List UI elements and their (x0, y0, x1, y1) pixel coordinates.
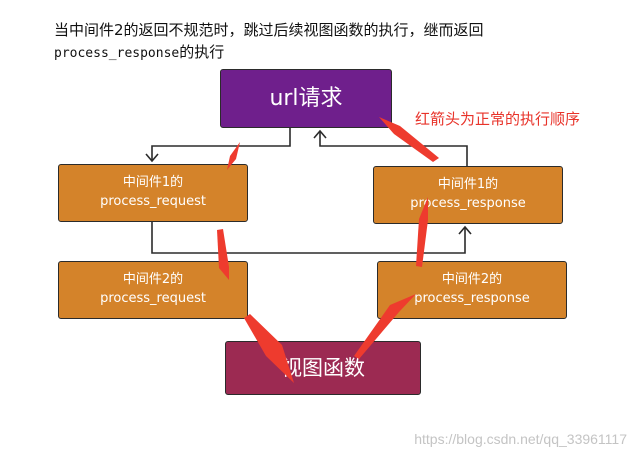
diagram-caption-line-1: 当中间件2的返回不规范时，跳过后续视图函数的执行，继而返回 (54, 21, 484, 39)
connector-url-to-middleware1-request (151, 128, 291, 160)
view-function-box: 视图函数 (225, 341, 421, 395)
connector-middleware1-request-to-middleware1-response (151, 222, 466, 254)
red-arrow-to-url-request (379, 117, 439, 162)
middleware1-response-line2: process_response (410, 196, 526, 211)
red-arrow-into-middleware1-request (227, 142, 240, 170)
middleware1-response-line1: 中间件1的 (437, 177, 499, 193)
caption-suffix: 的执行 (179, 43, 225, 61)
middleware2-response-line1: 中间件2的 (441, 272, 503, 288)
arrowhead-into-middleware1-response (458, 225, 472, 235)
middleware1-request-line1: 中间件1的 (122, 175, 184, 191)
caption-code-process-response: process_response (54, 46, 180, 61)
middleware1-request-box: 中间件1的 process_request (58, 164, 248, 222)
red-arrow-middleware2-request-to-view (244, 314, 294, 383)
red-arrow-middleware2-to-middleware1-response (416, 197, 428, 267)
view-function-label: 视图函数 (281, 355, 365, 380)
middleware1-request-line2: process_request (100, 194, 206, 209)
middleware2-response-box: 中间件2的 process_response (377, 261, 567, 319)
connector-middleware1-response-to-url (319, 132, 468, 166)
watermark-url: https://blog.csdn.net/qq_33961117 (414, 431, 627, 447)
red-arrow-view-to-middleware2-response (354, 294, 416, 359)
middleware2-request-box: 中间件2的 process_request (58, 261, 248, 319)
middleware2-response-line2: process_response (414, 291, 530, 306)
arrowhead-into-url-request (313, 129, 327, 139)
diagram-caption-line-2: process_response的执行 (54, 41, 224, 62)
middleware1-response-box: 中间件1的 process_response (373, 166, 563, 224)
middleware2-request-line1: 中间件2的 (122, 272, 184, 288)
url-request-box: url请求 (220, 69, 392, 128)
middleware2-request-line2: process_request (100, 291, 206, 306)
arrowhead-into-middleware1-request (145, 153, 159, 163)
red-arrow-legend-note: 红箭头为正常的执行顺序 (415, 110, 581, 128)
url-request-label: url请求 (269, 85, 343, 111)
red-arrow-middleware1-to-middleware2-request (217, 229, 229, 280)
